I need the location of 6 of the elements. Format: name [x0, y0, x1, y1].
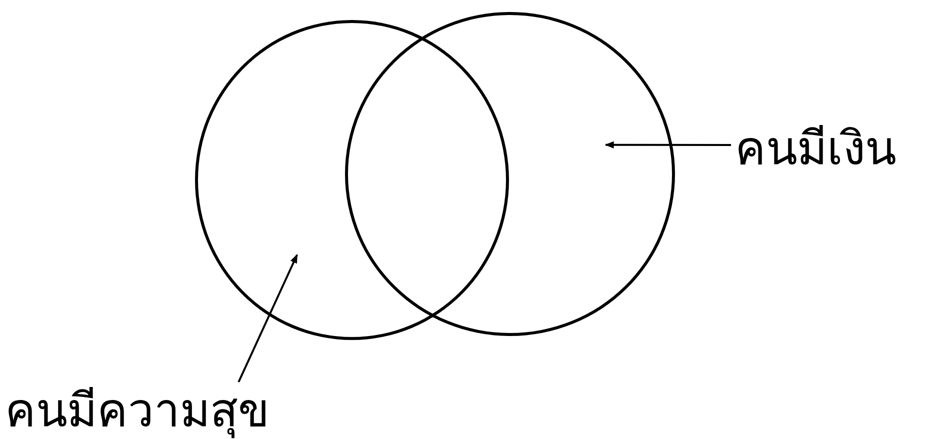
venn-circle [345, 12, 675, 336]
label-text: คนมีความสุข [5, 380, 269, 439]
label-text: คนมีเงิน [735, 118, 896, 178]
venn-circle [195, 20, 509, 340]
leader-arrow [604, 141, 731, 148]
leader-arrow [238, 254, 298, 382]
